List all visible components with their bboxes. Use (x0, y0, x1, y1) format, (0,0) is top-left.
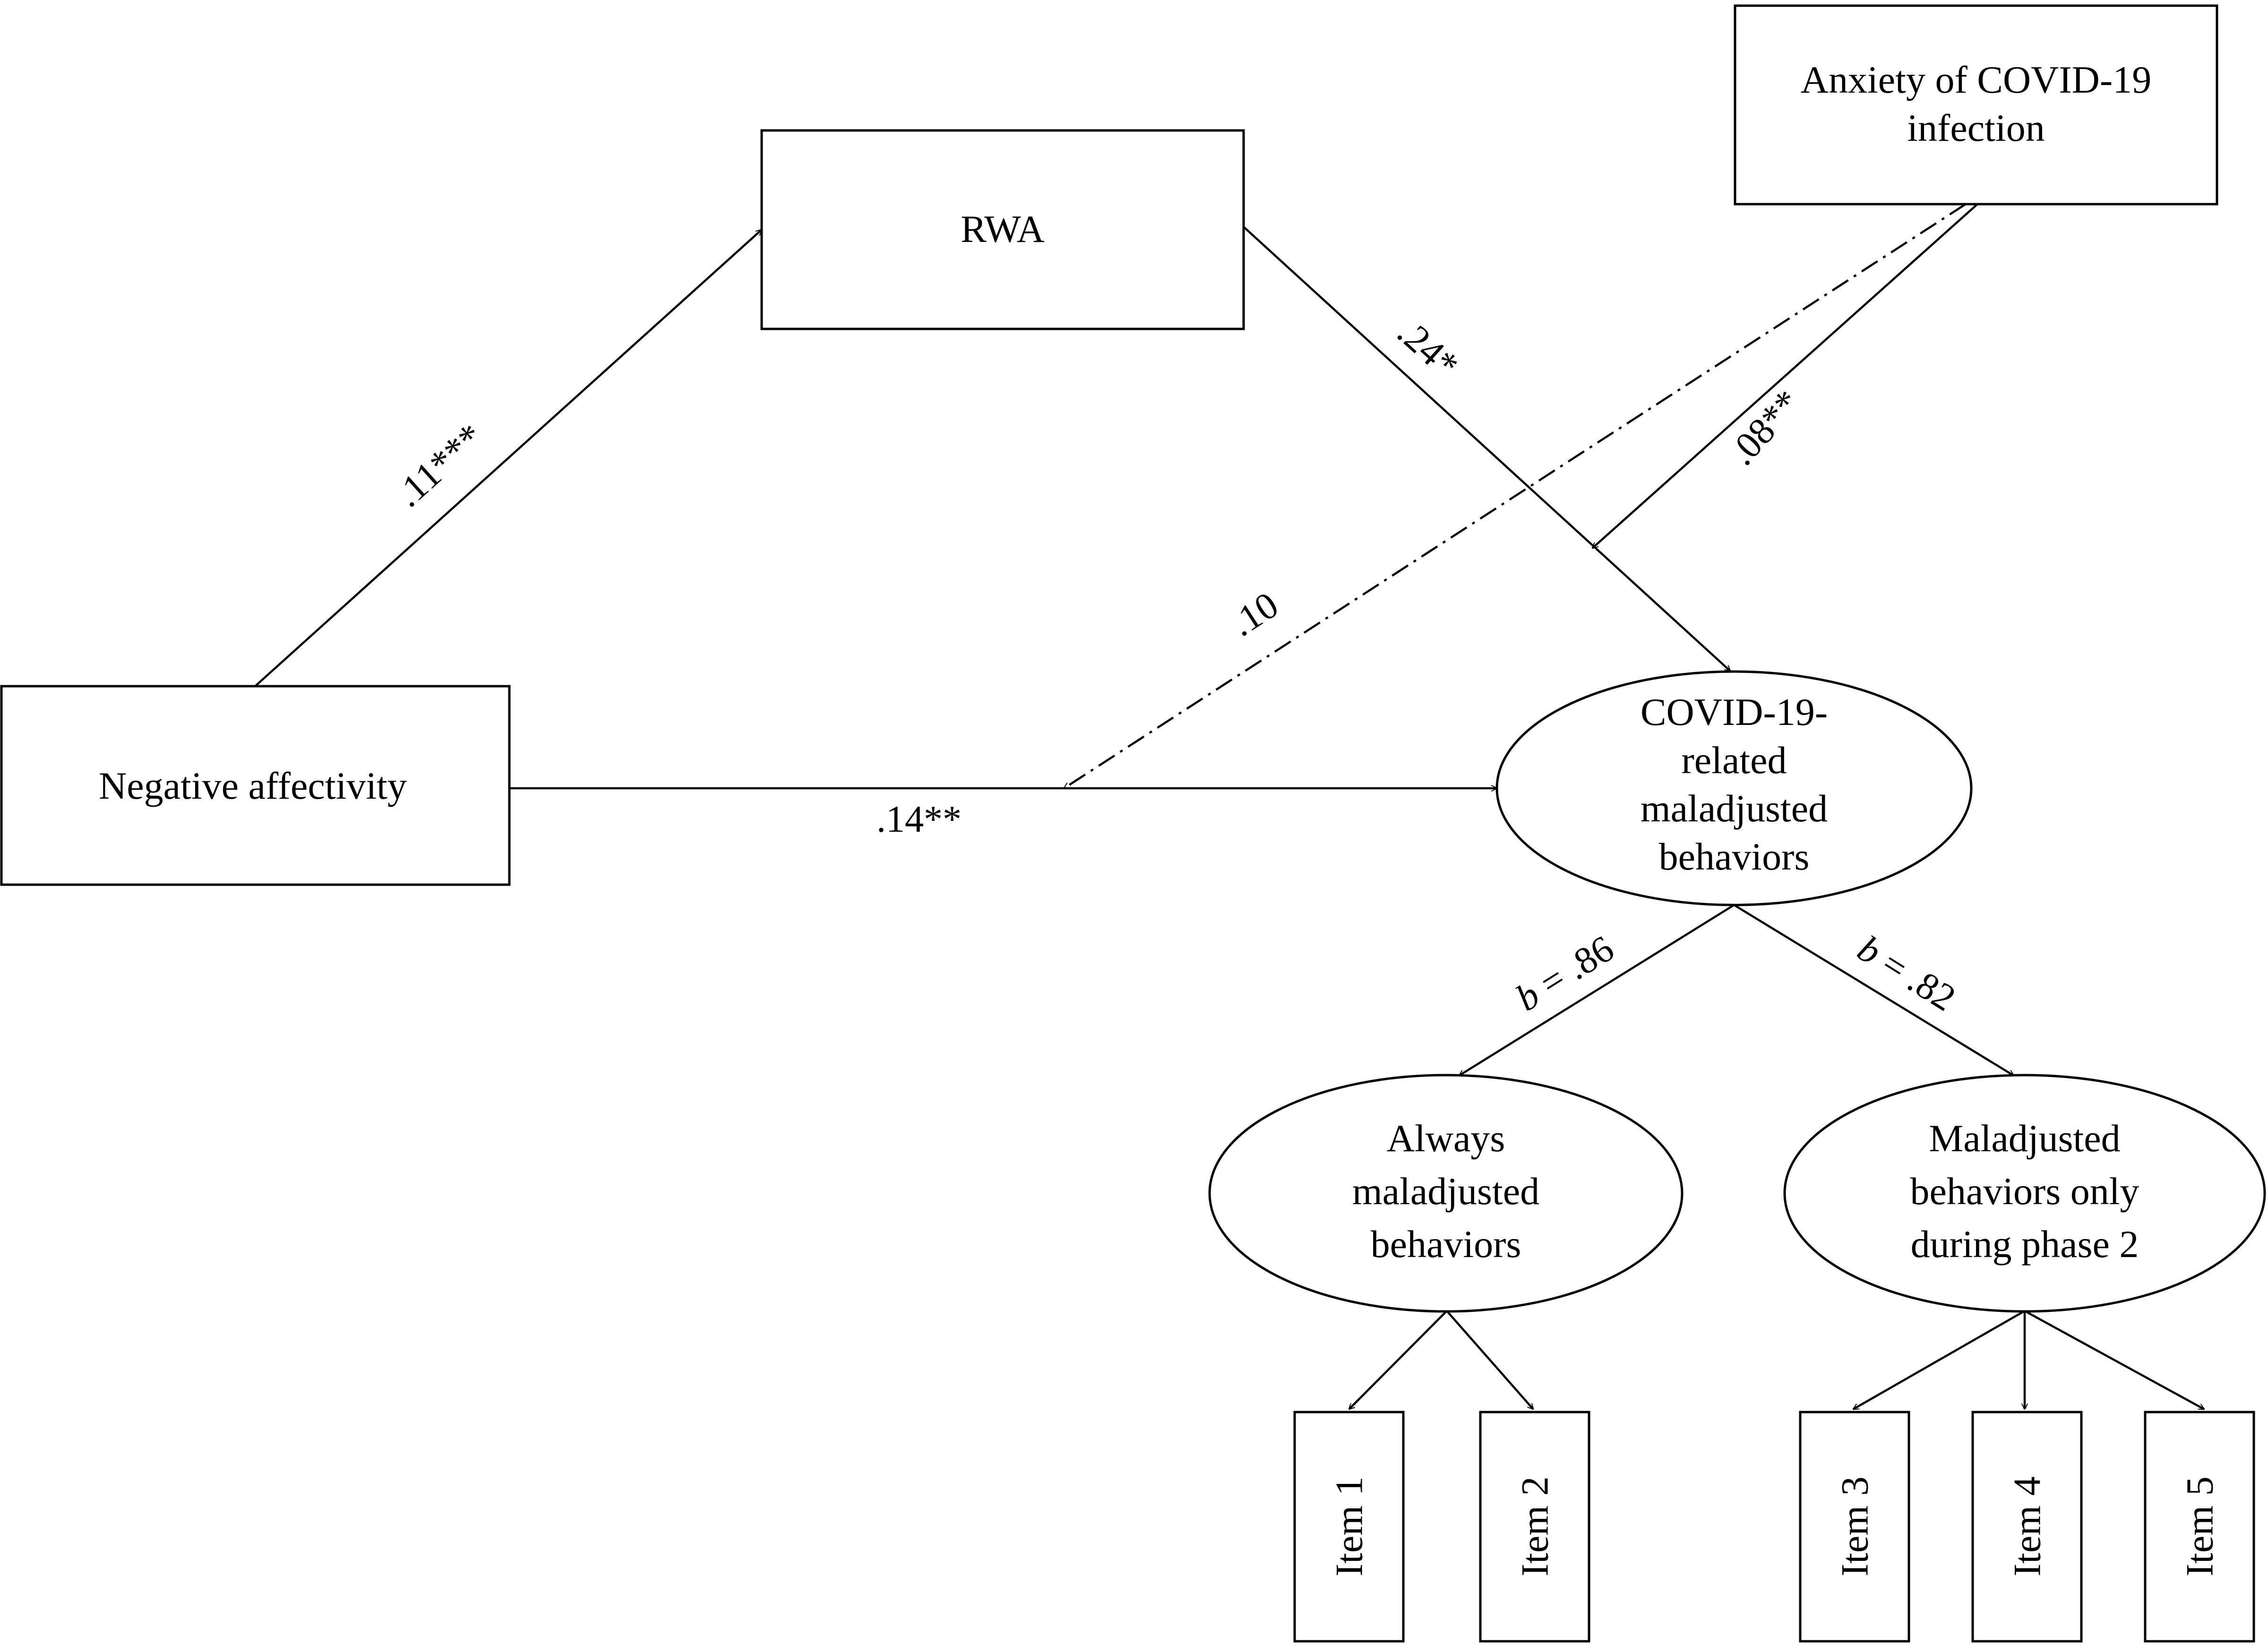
rwa-label: RWA (961, 207, 1045, 250)
always-maladjusted-line1: Always (1387, 1117, 1505, 1160)
item-5-label: Item 5 (2178, 1476, 2221, 1577)
item-2-label: Item 2 (1513, 1476, 1556, 1577)
item-3-label: Item 3 (1833, 1476, 1876, 1577)
edge-anxiety-dashed (1064, 203, 1967, 789)
phase2-maladjusted-line2: behaviors only (1910, 1170, 2139, 1213)
coef-negaff-to-covid: .14** (876, 799, 962, 840)
edge-always-to-item2 (1446, 1310, 1533, 1409)
edge-rwa-to-covid (1243, 226, 1730, 671)
coef-loading-phase2: b = .82 (1850, 928, 1963, 1019)
edge-negaff-to-rwa (254, 230, 762, 687)
item-box-2: Item 2 (1479, 1411, 1590, 1643)
edge-anxiety-to-path (1592, 203, 1978, 548)
anxiety-label-line2: infection (1907, 106, 2045, 149)
covid-behaviors-line2: related (1681, 739, 1787, 782)
node-rwa: RWA (760, 129, 1245, 330)
edge-covid-to-always (1459, 904, 1735, 1077)
coef-anxiety-moderation: .08** (1721, 382, 1809, 474)
edges (254, 203, 2204, 1410)
covid-behaviors-line4: behaviors (1659, 835, 1810, 878)
anxiety-label-line1: Anxiety of COVID-19 (1801, 58, 2151, 101)
item-box-5: Item 5 (2144, 1411, 2255, 1643)
node-negative-affectivity: Negative affectivity (0, 685, 511, 886)
coef-anxiety-dashed: .10 (1223, 584, 1286, 645)
always-maladjusted-line2: maladjusted (1352, 1170, 1539, 1213)
coef-loading-always: b = .86 (1509, 928, 1621, 1019)
always-maladjusted-line3: behaviors (1371, 1223, 1521, 1266)
item-1-label: Item 1 (1328, 1476, 1371, 1577)
covid-behaviors-line3: maladjusted (1641, 787, 1828, 830)
node-phase2-maladjusted: Maladjusted behaviors only during phase … (1783, 1074, 2266, 1313)
node-anxiety: Anxiety of COVID-19 infection (1734, 4, 2218, 206)
node-always-maladjusted: Always maladjusted behaviors (1208, 1074, 1684, 1313)
negative-affectivity-label: Negative affectivity (99, 764, 407, 807)
covid-behaviors-line1: COVID-19- (1641, 690, 1828, 733)
phase2-maladjusted-line3: during phase 2 (1911, 1223, 2139, 1266)
item-4-label: Item 4 (2006, 1476, 2049, 1577)
edge-always-to-item1 (1349, 1310, 1448, 1409)
edge-phase2-to-item5 (2024, 1310, 2204, 1410)
edge-covid-to-phase2 (1733, 904, 2014, 1077)
edge-phase2-to-item3 (1853, 1310, 2026, 1410)
coef-negaff-to-rwa: .11*** (387, 416, 491, 516)
item-box-1: Item 1 (1293, 1411, 1405, 1643)
item-box-4: Item 4 (1971, 1411, 2083, 1643)
node-covid-behaviors: COVID-19- related maladjusted behaviors (1495, 670, 1973, 906)
coef-rwa-to-covid: .24* (1390, 311, 1467, 386)
item-box-3: Item 3 (1799, 1411, 1910, 1643)
phase2-maladjusted-line1: Maladjusted (1929, 1117, 2120, 1160)
